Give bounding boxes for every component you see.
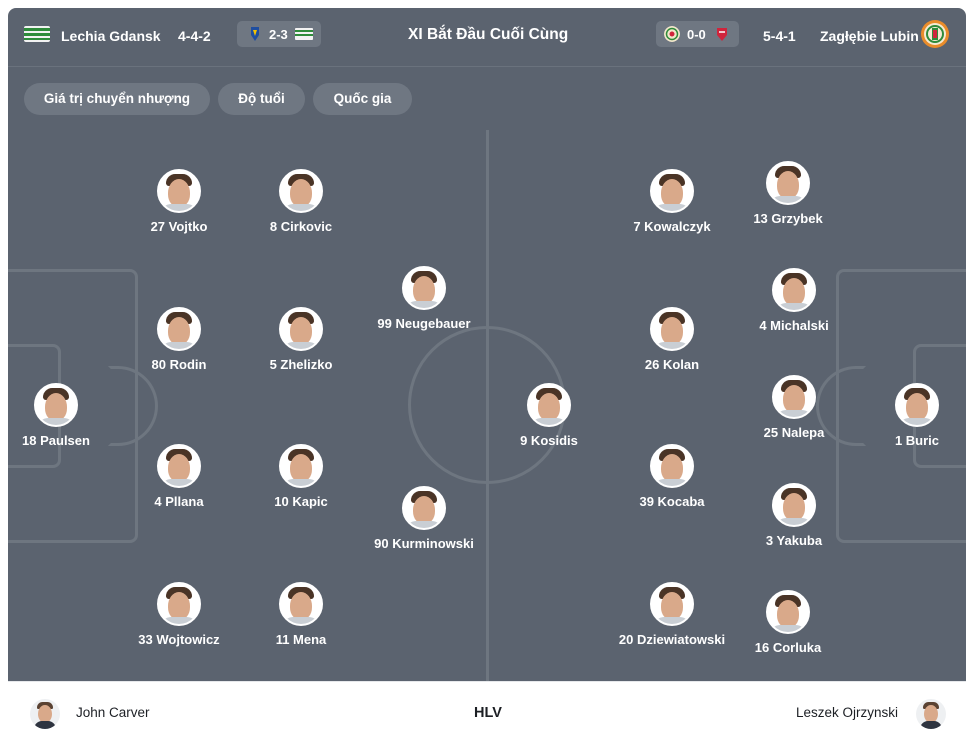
player-avatar-icon xyxy=(157,444,201,488)
away-player[interactable]: 25 Nalepa xyxy=(719,375,869,440)
player-label: 99 Neugebauer xyxy=(377,316,471,331)
home-player[interactable]: 27 Vojtko xyxy=(104,169,254,234)
home-player[interactable]: 11 Mena xyxy=(226,582,376,647)
home-player[interactable]: 4 Pllana xyxy=(104,444,254,509)
player-label: 8 Cirkovic xyxy=(269,219,333,234)
player-label: 18 Paulsen xyxy=(22,433,90,448)
player-avatar-icon xyxy=(402,486,446,530)
player-avatar-icon xyxy=(650,169,694,213)
player-avatar-icon xyxy=(279,582,323,626)
away-player[interactable]: 39 Kocaba xyxy=(597,444,747,509)
lechia-crest-icon xyxy=(24,26,50,42)
away-last-match-chip[interactable]: 0-0 xyxy=(656,21,739,47)
player-label: 7 Kowalczyk xyxy=(633,219,711,234)
tab-transfer-value[interactable]: Giá trị chuyển nhượng xyxy=(24,83,210,115)
player-avatar-icon xyxy=(772,483,816,527)
player-avatar-icon xyxy=(650,307,694,351)
player-label: 39 Kocaba xyxy=(639,494,705,509)
coach-avatar-icon xyxy=(30,699,60,729)
away-last-score: 0-0 xyxy=(687,27,706,42)
away-formation: 5-4-1 xyxy=(763,28,796,44)
away-player[interactable]: 3 Yakuba xyxy=(719,483,869,548)
player-label: 13 Grzybek xyxy=(753,211,823,226)
player-label: 4 Pllana xyxy=(154,494,204,509)
player-avatar-icon xyxy=(766,590,810,634)
away-player[interactable]: 20 Dziewiatowski xyxy=(597,582,747,647)
away-player[interactable]: 9 Kosidis xyxy=(474,383,624,448)
player-label: 90 Kurminowski xyxy=(374,536,474,551)
player-avatar-icon xyxy=(279,307,323,351)
player-label: 11 Mena xyxy=(275,632,327,647)
player-avatar-icon xyxy=(650,582,694,626)
player-label: 10 Kapic xyxy=(274,494,328,509)
opponent-crest-icon xyxy=(251,27,259,41)
player-avatar-icon xyxy=(650,444,694,488)
home-player[interactable]: 18 Paulsen xyxy=(8,383,131,448)
filter-tabs: Giá trị chuyển nhượng Độ tuổi Quốc gia xyxy=(8,66,966,130)
away-player[interactable]: 1 Buric xyxy=(842,383,966,448)
player-label: 25 Nalepa xyxy=(763,425,825,440)
away-team-name[interactable]: Zagłębie Lubin xyxy=(820,28,919,44)
player-avatar-icon xyxy=(895,383,939,427)
home-player[interactable]: 5 Zhelizko xyxy=(226,307,376,372)
away-player[interactable]: 7 Kowalczyk xyxy=(597,169,747,234)
player-avatar-icon xyxy=(527,383,571,427)
player-label: 5 Zhelizko xyxy=(269,357,333,372)
player-avatar-icon xyxy=(34,383,78,427)
player-label: 9 Kosidis xyxy=(520,433,578,448)
player-label: 80 Rodin xyxy=(151,357,207,372)
player-avatar-icon xyxy=(279,444,323,488)
coach-avatar-icon xyxy=(916,699,946,729)
tab-age[interactable]: Độ tuổi xyxy=(218,83,305,115)
away-player[interactable]: 16 Corluka xyxy=(713,590,863,655)
opponent-crest-icon xyxy=(717,28,727,41)
home-player[interactable]: 99 Neugebauer xyxy=(349,266,499,331)
player-avatar-icon xyxy=(157,582,201,626)
player-avatar-icon xyxy=(772,268,816,312)
player-label: 27 Vojtko xyxy=(150,219,208,234)
home-last-score: 2-3 xyxy=(269,27,288,42)
home-player[interactable]: 8 Cirkovic xyxy=(226,169,376,234)
player-avatar-icon xyxy=(157,169,201,213)
coach-label: HLV xyxy=(474,705,502,721)
player-avatar-icon xyxy=(402,266,446,310)
player-avatar-icon xyxy=(279,169,323,213)
player-avatar-icon xyxy=(766,161,810,205)
coaches-row: John Carver HLV Leszek Ojrzynski xyxy=(8,681,966,747)
zaglebie-crest-icon xyxy=(921,20,949,48)
player-label: 3 Yakuba xyxy=(765,533,823,548)
player-label: 26 Kolan xyxy=(644,357,700,372)
away-player[interactable]: 13 Grzybek xyxy=(713,161,863,226)
home-team-name[interactable]: Lechia Gdansk xyxy=(61,28,161,44)
lineup-header: Lechia Gdansk 4-4-2 2-3 XI Bắt Đầu Cuối … xyxy=(8,8,966,66)
player-label: 1 Buric xyxy=(894,433,940,448)
player-avatar-icon xyxy=(157,307,201,351)
lineup-widget: Lechia Gdansk 4-4-2 2-3 XI Bắt Đầu Cuối … xyxy=(8,8,966,747)
pitch: 18 Paulsen 27 Vojtko 80 Rodin 4 Pllana 3… xyxy=(8,130,966,681)
tab-nationality[interactable]: Quốc gia xyxy=(313,83,412,115)
home-player[interactable]: 33 Wojtowicz xyxy=(104,582,254,647)
lineup-title: XI Bắt Đầu Cuối Cùng xyxy=(408,26,569,43)
player-avatar-icon xyxy=(772,375,816,419)
player-label: 16 Corluka xyxy=(754,640,822,655)
zaglebie-crest-icon xyxy=(664,26,680,42)
lechia-crest-icon xyxy=(295,28,313,40)
home-coach-name[interactable]: John Carver xyxy=(76,705,150,720)
home-last-match-chip[interactable]: 2-3 xyxy=(237,21,321,47)
away-player[interactable]: 4 Michalski xyxy=(719,268,869,333)
away-player[interactable]: 26 Kolan xyxy=(597,307,747,372)
away-coach-name[interactable]: Leszek Ojrzynski xyxy=(796,705,899,720)
home-player[interactable]: 80 Rodin xyxy=(104,307,254,372)
home-player[interactable]: 10 Kapic xyxy=(226,444,376,509)
player-label: 20 Dziewiatowski xyxy=(618,632,726,647)
player-label: 33 Wojtowicz xyxy=(138,632,220,647)
home-player[interactable]: 90 Kurminowski xyxy=(349,486,499,551)
home-formation: 4-4-2 xyxy=(178,28,211,44)
player-label: 4 Michalski xyxy=(759,318,829,333)
